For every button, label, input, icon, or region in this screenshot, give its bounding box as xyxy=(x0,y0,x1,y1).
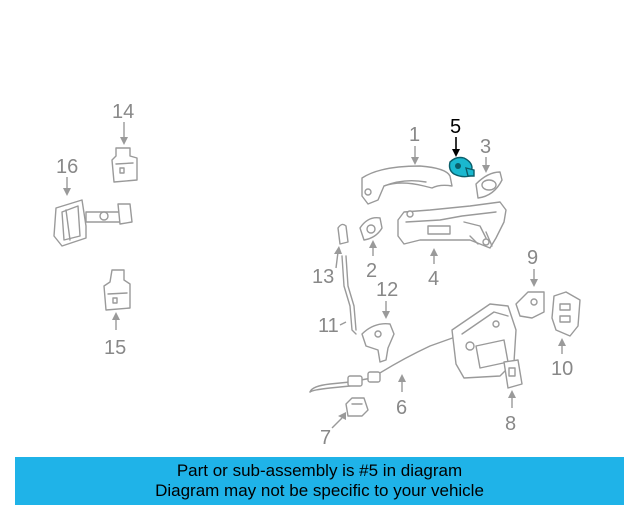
callout-1: 1 xyxy=(409,124,420,146)
part-9-striker xyxy=(515,291,545,319)
part-16-door-check xyxy=(53,199,133,247)
banner-line-1: Part or sub-assembly is #5 in diagram xyxy=(176,461,463,480)
part-13-rod-clip xyxy=(337,223,349,245)
part-8-bracket xyxy=(503,359,523,389)
part-4-handle-bracket xyxy=(397,201,507,249)
callout-11: 11 xyxy=(318,315,339,337)
callout-13: 13 xyxy=(312,266,334,288)
callout-16: 16 xyxy=(56,156,78,178)
callout-7: 7 xyxy=(320,427,331,449)
callout-9: 9 xyxy=(527,247,538,269)
callout-3: 3 xyxy=(480,136,491,158)
part-2-clip xyxy=(359,217,383,241)
callout-6: 6 xyxy=(396,397,407,419)
part-12-inside-handle xyxy=(361,323,395,363)
part-14-bracket xyxy=(111,147,138,183)
part-11-rod xyxy=(341,255,357,335)
part-15-bracket xyxy=(103,269,131,311)
part-3-bezel xyxy=(475,171,503,199)
callout-8: 8 xyxy=(505,413,516,435)
info-banner: Part or sub-assembly is #5 in diagram Di… xyxy=(15,457,624,505)
callout-12: 12 xyxy=(376,279,398,301)
callout-15: 15 xyxy=(104,337,126,359)
parts-diagram: 14 16 15 1 5 3 xyxy=(53,101,581,449)
part-10-plate xyxy=(551,291,581,337)
part-6-cable xyxy=(309,335,459,393)
callout-2: 2 xyxy=(366,260,377,282)
callout-4: 4 xyxy=(428,268,439,290)
part-1-outside-handle xyxy=(361,165,453,205)
callout-5: 5 xyxy=(450,116,461,138)
banner-line-2: Diagram may not be specific to your vehi… xyxy=(155,481,484,500)
part-5-lock-cylinder-highlighted xyxy=(448,156,475,178)
callout-14: 14 xyxy=(112,101,134,123)
callout-10: 10 xyxy=(551,358,573,380)
part-7-clip xyxy=(345,397,369,417)
